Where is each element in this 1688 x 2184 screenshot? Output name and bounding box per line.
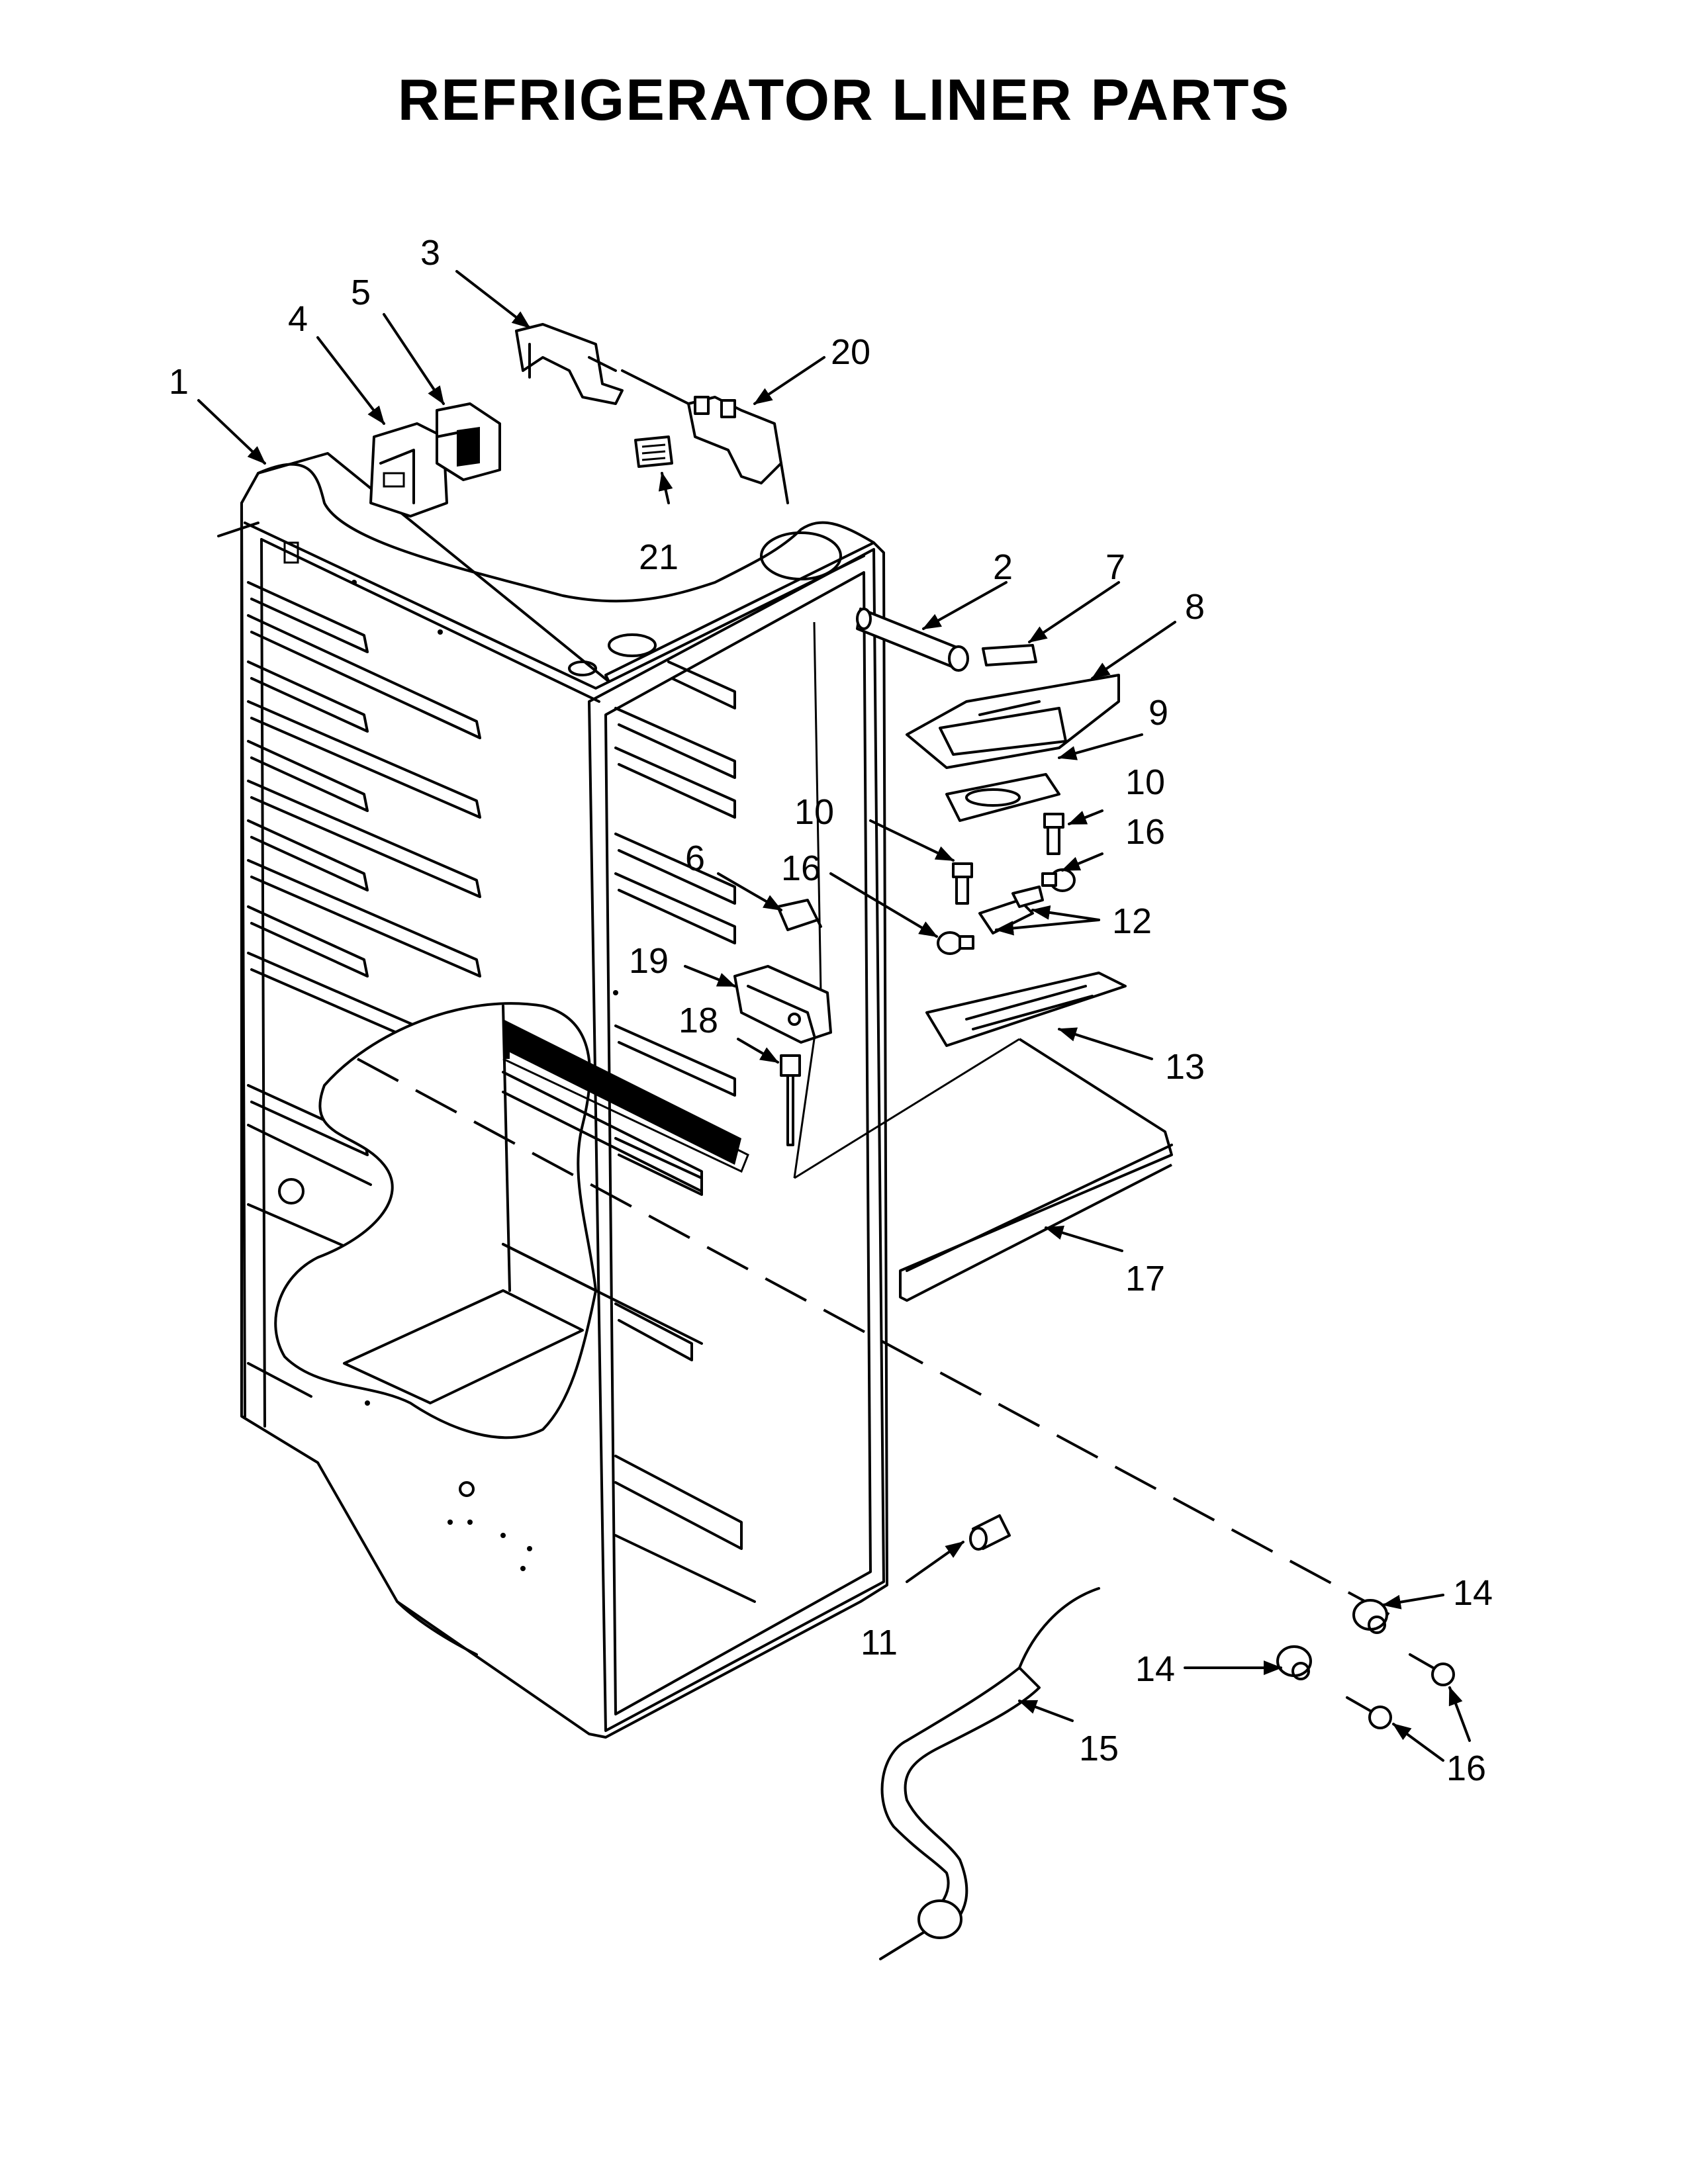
screw-part-16d bbox=[1346, 1696, 1392, 1729]
callout-16c: 16 bbox=[1446, 1749, 1486, 1788]
control-board-part-5 bbox=[436, 402, 501, 481]
callout-17: 17 bbox=[1125, 1259, 1165, 1298]
grommet-part-14b bbox=[1276, 1645, 1312, 1680]
refrigerator-liner bbox=[217, 452, 888, 1739]
callout-1: 1 bbox=[169, 362, 189, 402]
callout-3: 3 bbox=[420, 233, 440, 273]
callout-5: 5 bbox=[351, 273, 371, 312]
callout-9: 9 bbox=[1149, 693, 1168, 733]
callout-14a: 14 bbox=[1453, 1573, 1493, 1613]
leader-arrows bbox=[197, 270, 1471, 1762]
lens-part-9 bbox=[945, 773, 1060, 822]
screw-part-10b bbox=[1043, 813, 1064, 855]
callout-8: 8 bbox=[1185, 587, 1205, 627]
callout-13: 13 bbox=[1165, 1047, 1205, 1087]
shelf-ridges-left bbox=[247, 581, 481, 1398]
callout-4: 4 bbox=[288, 299, 308, 339]
label-part-21 bbox=[634, 435, 673, 468]
housing-part-19 bbox=[733, 965, 832, 1044]
bulb-part-16b bbox=[1041, 868, 1076, 892]
callout-15: 15 bbox=[1079, 1729, 1119, 1768]
tube-part-15 bbox=[879, 1587, 1100, 1960]
bracket-part-3 bbox=[515, 323, 624, 405]
callout-21: 21 bbox=[639, 537, 679, 577]
callout-19: 19 bbox=[629, 941, 669, 981]
page-title: REFRIGERATOR LINER PARTS bbox=[397, 67, 1291, 132]
clip-part-7 bbox=[982, 644, 1037, 666]
filter-part-2 bbox=[856, 608, 969, 672]
callout-10a: 10 bbox=[794, 792, 834, 832]
callout-12: 12 bbox=[1112, 901, 1152, 941]
callout-labels: 1 4 5 3 20 21 2 7 8 9 10 10 16 6 16 12 1… bbox=[169, 233, 1493, 1788]
screw-part-16c bbox=[1409, 1653, 1455, 1686]
callout-14b: 14 bbox=[1135, 1649, 1175, 1689]
control-box-part-4 bbox=[369, 422, 448, 518]
callout-20: 20 bbox=[831, 332, 870, 372]
connector-part-11 bbox=[969, 1514, 1011, 1551]
shelf-ridges-right bbox=[614, 660, 736, 1361]
light-housing-part-8 bbox=[906, 674, 1120, 769]
switch-part-6 bbox=[776, 899, 822, 931]
housing-part-20 bbox=[621, 369, 789, 504]
sensor-part-18 bbox=[780, 1054, 801, 1146]
cover-part-13 bbox=[925, 972, 1127, 1047]
callout-18: 18 bbox=[679, 1001, 718, 1040]
callout-7: 7 bbox=[1105, 547, 1125, 587]
callout-10b: 10 bbox=[1125, 762, 1165, 802]
callout-2: 2 bbox=[993, 547, 1013, 587]
callout-11: 11 bbox=[861, 1623, 898, 1662]
guide-line-17 bbox=[794, 1038, 1020, 1179]
grommet-part-14a bbox=[1352, 1599, 1388, 1634]
callout-6: 6 bbox=[685, 839, 705, 878]
screw-part-10a bbox=[952, 862, 973, 905]
bulb-part-16a bbox=[937, 931, 974, 955]
callout-16b: 16 bbox=[1125, 812, 1165, 852]
callout-16a: 16 bbox=[781, 848, 821, 888]
panel-part-17 bbox=[899, 1038, 1173, 1302]
